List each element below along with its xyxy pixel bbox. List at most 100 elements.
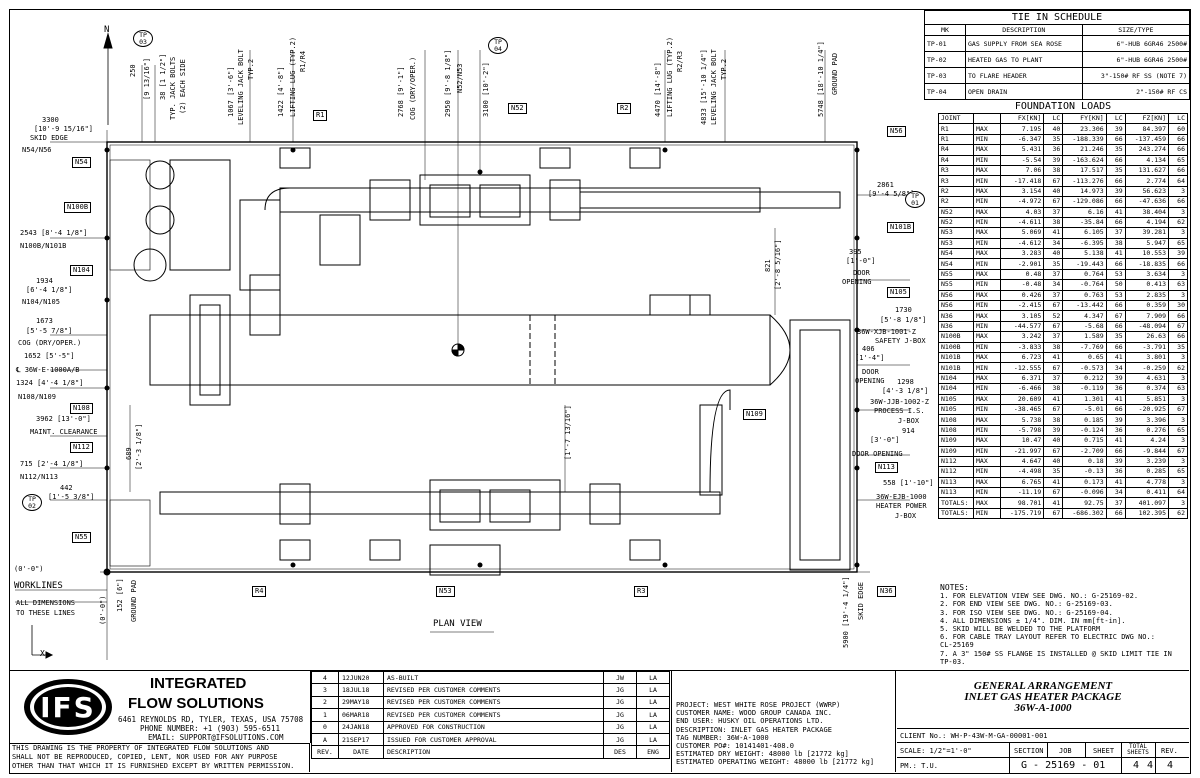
loads-cell: N113 (938, 476, 974, 489)
loads-cell: N52 (938, 216, 974, 229)
loads-cell: -686.302 (1062, 507, 1107, 520)
loads-cell: N100B (938, 341, 974, 354)
logo-text: IFS (40, 691, 96, 724)
dim-r-15: 1298 (897, 378, 914, 386)
loads-cell: 40 (1043, 185, 1064, 198)
dim-r-8: [5'-8 1/8"] (880, 316, 927, 324)
dim-top-38: 38 [1 1/2"] (159, 53, 167, 100)
loads-cell: MAX (973, 476, 1001, 489)
loads-cell: 41 (1105, 435, 1126, 447)
dim-r-26: J-BOX (895, 512, 917, 520)
dim-r-12: [1'-4"] (855, 354, 885, 362)
loads-cell: 66 (1105, 403, 1126, 416)
dim-r-18: PROCESS I.S. (874, 407, 925, 415)
loads-cell: 35 (1168, 341, 1188, 354)
dim-pad-3: (0'-0") (99, 595, 107, 625)
loads-cell: 66 (1168, 164, 1188, 177)
loads-cell: 65 (1168, 237, 1188, 250)
loads-cell: 39 (1105, 372, 1126, 385)
loads-cell: -2.415 (999, 300, 1045, 312)
loads-cell: N112 (938, 455, 974, 468)
loads-cell: -18.835 (1124, 258, 1170, 270)
loads-cell: 0.185 (1062, 414, 1107, 426)
loads-cell: 38 (1043, 341, 1064, 354)
loads-cell: -48.094 (1124, 320, 1170, 333)
loads-cell: MAX (973, 331, 1001, 343)
note-line: 2. FOR END VIEW SEE DWG. NO.: G-25169-03… (940, 600, 1113, 609)
project-line: ESTIMATED DRY WEIGHT: 48000 lb [21772 kg… (676, 750, 849, 759)
rev-hdr: DES (603, 745, 637, 759)
project-line: END USER: HUSKY OIL OPERATIONS LTD. (676, 717, 824, 726)
tie-cell: 6"-HUB 6GR46 2500# (1081, 51, 1191, 68)
tag-r4: R4 (252, 586, 267, 597)
dim-mid-689: 689 (125, 447, 133, 460)
revision-cell: 18JUL18 (338, 683, 384, 697)
revision-cell: 21SEP17 (338, 732, 384, 747)
company-name-2: FLOW SOLUTIONS (128, 695, 264, 712)
revision-cell: APPROVED FOR CONSTRUCTION (383, 720, 604, 734)
loads-cell: N55 (938, 268, 974, 281)
dim-pad-1: 152 [6"] (116, 578, 124, 612)
dim-maint-1: 3962 [13'-0"] (36, 415, 91, 423)
divider-v5 (1155, 743, 1156, 773)
loads-cell: 66 (1168, 133, 1188, 146)
project-line: DESCRIPTION: INLET GAS HEATER PACKAGE (676, 725, 832, 734)
loads-cell: 39 (1105, 123, 1126, 135)
loads-cell: TOTALS: (938, 497, 974, 509)
loads-cell: 67 (1043, 362, 1064, 374)
loads-cell: -113.276 (1062, 175, 1107, 187)
loads-cell: -17.418 (999, 175, 1045, 187)
tag-n56: N56 (887, 126, 906, 137)
loads-hdr: JOINT (938, 112, 974, 125)
revision-cell: A (311, 732, 339, 747)
loads-cell: N56 (938, 289, 974, 302)
dim-top-913: [9 13/16"] (143, 57, 151, 100)
loads-cell: 3.801 (1124, 351, 1170, 364)
loads-cell: 0.18 (1062, 455, 1107, 468)
dim-bottom-skidedge: SKID EDGE (857, 582, 865, 620)
loads-cell: 38 (1043, 383, 1064, 395)
loads-cell: MIN (973, 300, 1001, 312)
dim-r-10: SAFETY J-BOX (875, 337, 926, 345)
note-line: 5. SKID WILL BE WELDED TO THE PLATFORM (940, 625, 1101, 634)
loads-title: FOUNDATION LOADS (1014, 101, 1112, 112)
loads-cell: 41 (1043, 476, 1064, 489)
dim-top-3100: 3100 [10'-2"] (482, 62, 490, 117)
loads-cell: 6.105 (1062, 227, 1107, 239)
tag-tp04: TP 04 (488, 37, 508, 54)
revision-cell: REVISED PER CUSTOMER COMMENTS (383, 708, 604, 722)
tie-cell: TO FLARE HEADER (965, 67, 1083, 84)
loads-cell: 67 (1043, 175, 1064, 187)
loads-cell: -6.466 (999, 383, 1045, 395)
loads-cell: 2.774 (1124, 175, 1170, 187)
tie-cell: TP-01 (924, 35, 966, 52)
dim-r-2: [9'-4 5/8"] (868, 190, 915, 198)
divider-v2 (1047, 743, 1048, 757)
tag-n109: N109 (743, 409, 766, 420)
loads-cell: 35 (1105, 164, 1126, 177)
loads-cell: 3 (1168, 435, 1188, 447)
label-divider (1009, 757, 1189, 758)
dim-skid-2: [10'-9 15/16"] (34, 125, 94, 133)
loads-cell: 34 (1105, 362, 1126, 374)
tie-hdr-size: SIZE/TYPE (1081, 24, 1191, 36)
loads-cell: 3.105 (999, 310, 1045, 322)
loads-cell: -6.347 (999, 133, 1045, 146)
loads-cell: -175.719 (999, 507, 1045, 520)
loads-cell: 41 (1043, 393, 1064, 405)
tie-cell: 2"-150# RF CS (1081, 83, 1191, 100)
loads-hdr: FX[KN] (999, 112, 1045, 125)
dim-pad-2: GROUND PAD (130, 579, 138, 622)
loads-cell: 41 (1105, 476, 1126, 489)
rev-hdr: DESCRIPTION (383, 745, 604, 759)
